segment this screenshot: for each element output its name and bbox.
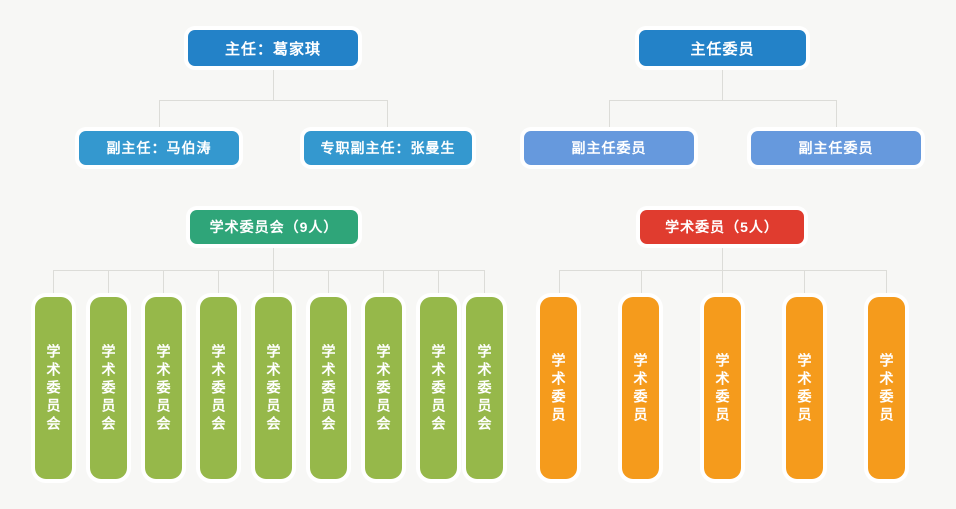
node-left-leaf-5[interactable]: 学术委员会 [255,297,292,479]
connector-left-leaf-drop-1 [53,270,54,297]
connector-right-deputy-2-drop [836,100,837,131]
connector-right-leaf-drop-5 [886,270,887,297]
connector-right-leaf-drop-3 [722,270,723,297]
node-right-root[interactable]: 主任委员 [639,30,806,66]
node-right-leaf-3[interactable]: 学术委员 [704,297,741,479]
node-right-leaf-4[interactable]: 学术委员 [786,297,823,479]
connector-right-root-bus [609,100,836,101]
node-right-deputy-1[interactable]: 副主任委员 [524,131,694,165]
node-right-leaf-5[interactable]: 学术委员 [868,297,905,479]
connector-left-leaf-drop-3 [163,270,164,297]
node-left-committee[interactable]: 学术委员会（9人） [190,210,358,244]
node-left-leaf-3[interactable]: 学术委员会 [145,297,182,479]
node-left-leaf-2[interactable]: 学术委员会 [90,297,127,479]
connector-left-deputy-1-drop [159,100,160,131]
node-left-leaf-1[interactable]: 学术委员会 [35,297,72,479]
connector-right-deputy-1-drop [609,100,610,131]
connector-right-leaf-drop-2 [641,270,642,297]
connector-right-leaf-drop-4 [804,270,805,297]
node-left-deputy-2[interactable]: 专职副主任：张曼生 [304,131,472,165]
connector-left-deputy-2-drop [387,100,388,131]
connector-right-committee-stem [722,244,723,270]
node-right-leaf-2[interactable]: 学术委员 [622,297,659,479]
connector-left-root-stem [273,66,274,100]
node-left-leaf-6[interactable]: 学术委员会 [310,297,347,479]
connector-left-leaf-drop-6 [328,270,329,297]
connector-left-committee-stem [273,244,274,270]
connector-right-root-stem [722,66,723,100]
node-left-leaf-9[interactable]: 学术委员会 [466,297,503,479]
connector-left-leaf-drop-5 [273,270,274,297]
connector-left-root-bus [159,100,388,101]
node-left-leaf-7[interactable]: 学术委员会 [365,297,402,479]
connector-left-committee-bus [53,270,484,271]
node-left-root[interactable]: 主任：葛家琪 [188,30,358,66]
node-right-deputy-2[interactable]: 副主任委员 [751,131,921,165]
connector-left-leaf-drop-4 [218,270,219,297]
node-left-leaf-4[interactable]: 学术委员会 [200,297,237,479]
connector-left-leaf-drop-2 [108,270,109,297]
connector-left-leaf-drop-7 [383,270,384,297]
node-right-leaf-1[interactable]: 学术委员 [540,297,577,479]
connector-left-leaf-drop-8 [438,270,439,297]
connector-right-leaf-drop-1 [559,270,560,297]
node-left-deputy-1[interactable]: 副主任：马伯涛 [79,131,239,165]
node-right-committee[interactable]: 学术委员（5人） [640,210,804,244]
node-left-leaf-8[interactable]: 学术委员会 [420,297,457,479]
connector-left-leaf-drop-9 [484,270,485,297]
